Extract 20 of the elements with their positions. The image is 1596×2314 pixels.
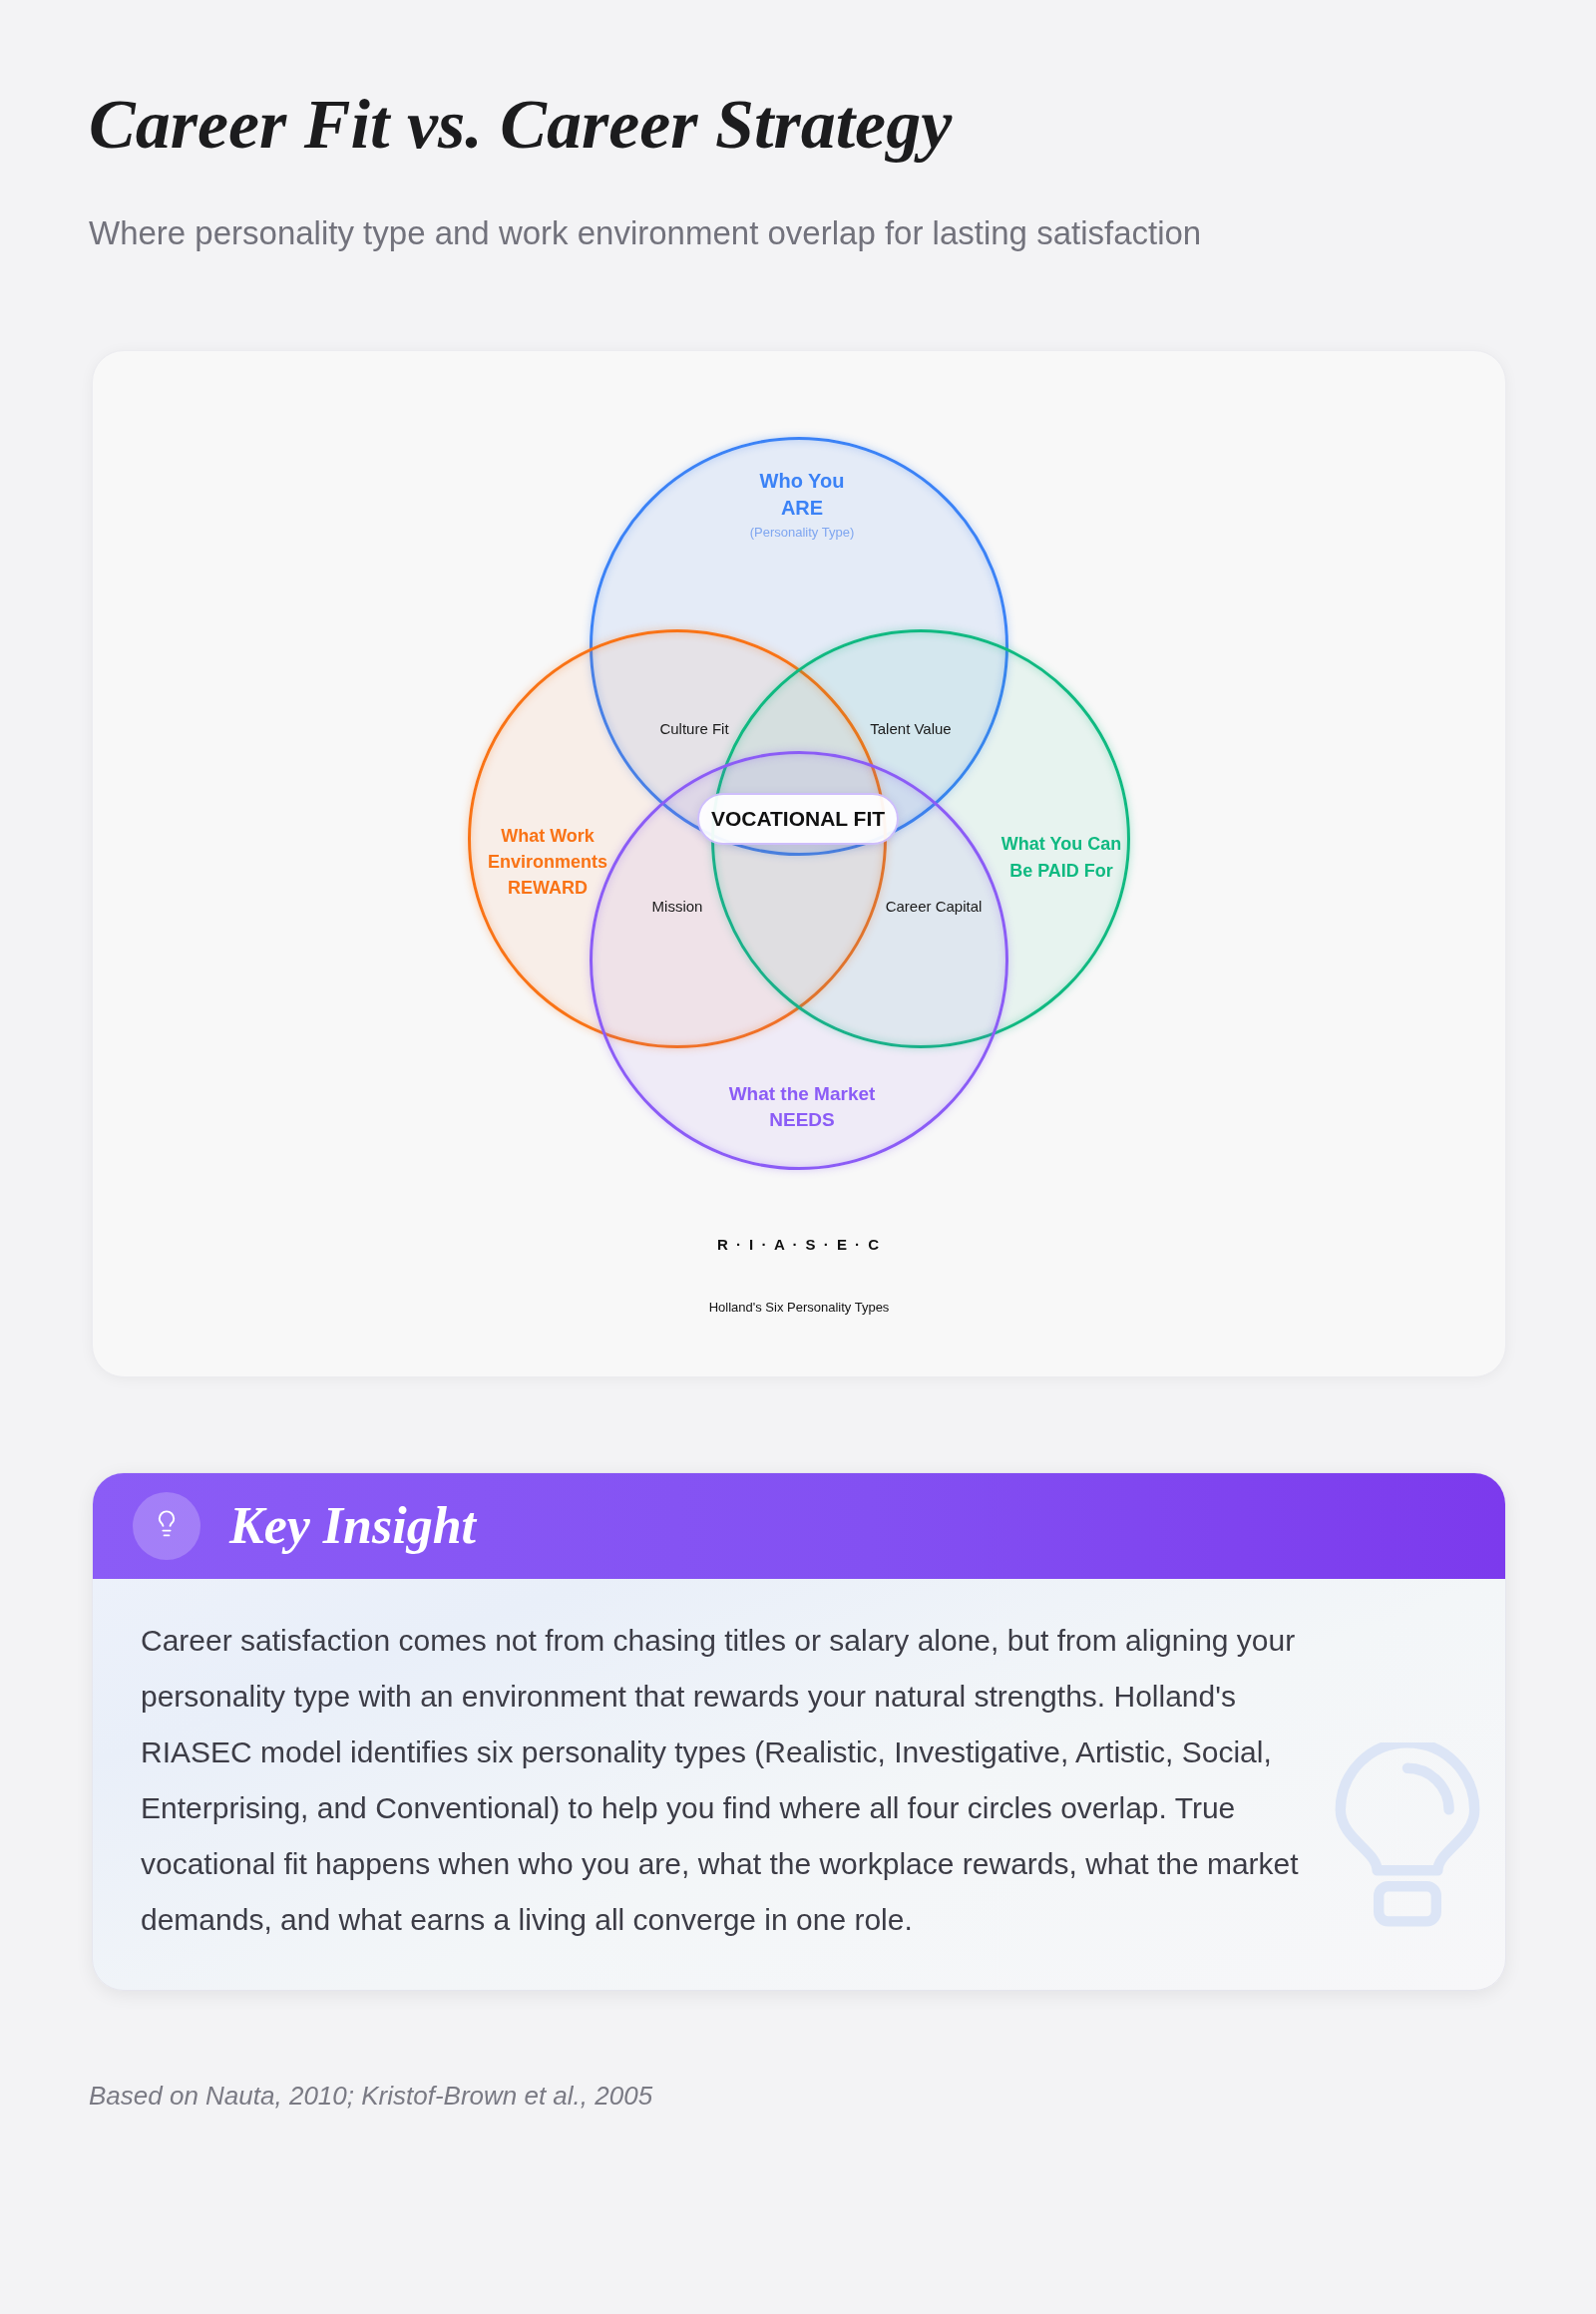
- overlap-label: Career Capital: [884, 897, 984, 917]
- circle-label: What You Can Be PAID For: [999, 833, 1123, 883]
- overlap-label: Mission: [650, 897, 704, 917]
- circle-sublabel: (Personality Type): [748, 524, 856, 541]
- riasec-letters: R · I · A · S · E · C: [715, 1235, 883, 1255]
- center-label: VOCATIONAL FIT: [710, 806, 886, 832]
- overlap-label: Culture Fit: [658, 719, 730, 739]
- circle-label: What the Market NEEDS: [727, 1082, 877, 1132]
- card-heading: Key Insight: [229, 1496, 477, 1556]
- circle-label: Who You ARE: [758, 469, 846, 521]
- source-note: Based on Nauta, 2010; Kristof-Brown et al., 2005: [89, 2081, 653, 2111]
- center-pill: [697, 793, 899, 845]
- page-title: Career Fit vs. Career Strategy: [89, 85, 953, 165]
- diagram-caption: Holland's Six Personality Types: [707, 1299, 891, 1316]
- diagram-card: [92, 350, 1506, 1377]
- page-subtitle: Where personality type and work environment overlap for lasting satisfaction: [89, 213, 1202, 253]
- overlap-label: Talent Value: [869, 719, 953, 739]
- insight-card: [92, 1472, 1506, 1991]
- insight-paragraph: Career satisfaction comes not from chasing titles or salary alone, but from aligning your personality type with an environment that rewards your natural strengths. Holland's RIASEC model identifies six personality types (Realistic, Investigative, Artistic, Social, Enterprising, and Conventional) to help you find where all four circles overlap. True vocational fit happens when who you are, what the workplace rewards, what the market demands, and what earns a living all converge in one role.: [141, 1623, 1300, 1938]
- circle-label: What Work Environments REWARD: [487, 825, 608, 900]
